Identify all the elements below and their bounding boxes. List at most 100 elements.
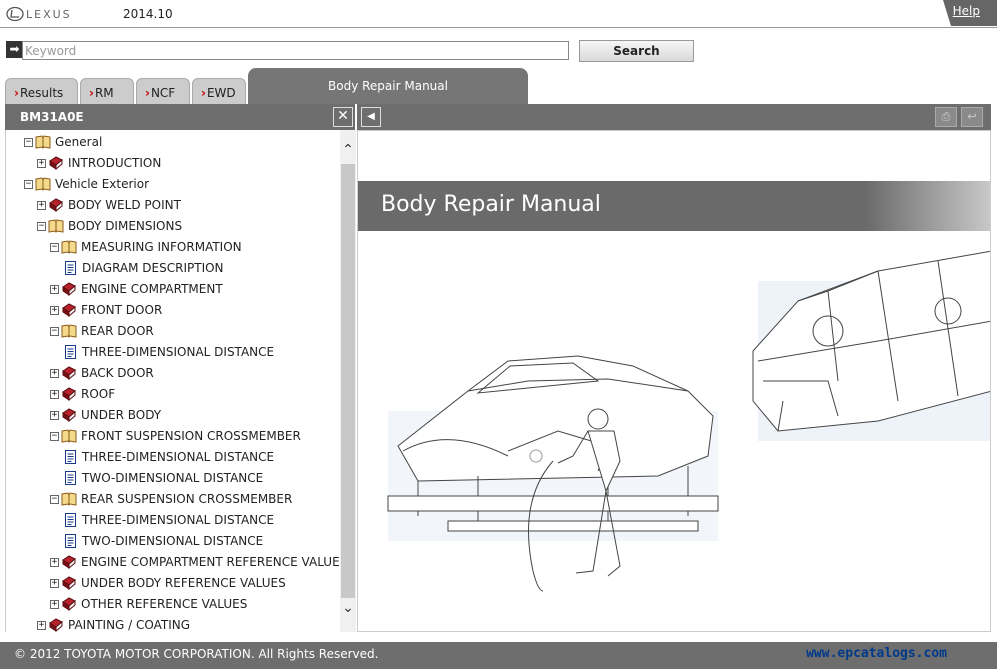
document-icon — [65, 261, 82, 275]
book-icon — [61, 555, 81, 569]
keyword-search-input[interactable] — [22, 41, 569, 60]
tree-item[interactable]: + PAINTING / COATING — [37, 615, 190, 632]
search-bar: ➡ Search — [0, 29, 997, 69]
book-icon — [61, 303, 81, 317]
navigation-tree: − General + INTRODUCTION − Vehicle Exterior + B… — [5, 130, 340, 632]
tree-item[interactable]: + ROOF — [50, 384, 115, 404]
book-icon — [48, 198, 68, 212]
tree-item-label[interactable]: ENGINE COMPARTMENT — [81, 282, 223, 296]
tree-item-label[interactable]: Vehicle Exterior — [55, 177, 150, 191]
tree-item-label[interactable]: INTRODUCTION — [68, 156, 162, 170]
chevron-up-icon[interactable]: ⌃ — [342, 142, 354, 158]
tree-item[interactable]: TWO-DIMENSIONAL DISTANCE — [63, 468, 263, 488]
tab-rm[interactable]: ›RM — [80, 78, 134, 104]
help-link[interactable]: Help — [952, 4, 980, 18]
print-icon[interactable]: ⎙ — [935, 107, 957, 127]
collapse-icon[interactable]: − — [24, 136, 33, 147]
tab-body-repair-manual[interactable]: Body Repair Manual — [248, 68, 528, 104]
collapse-icon[interactable]: − — [50, 325, 59, 336]
tree-item[interactable]: + ENGINE COMPARTMENT — [50, 279, 223, 299]
collapse-icon[interactable]: − — [50, 241, 59, 252]
expand-icon[interactable]: + — [50, 556, 59, 567]
arrow-right-icon: ➡ — [6, 41, 23, 58]
tree-item[interactable]: + BODY WELD POINT — [37, 195, 181, 215]
expand-icon[interactable]: + — [50, 367, 59, 378]
tab-results[interactable]: ›Results — [5, 78, 78, 104]
tab-ncf[interactable]: ›NCF — [136, 78, 190, 104]
return-icon[interactable]: ↩ — [961, 107, 983, 127]
tree-item-label[interactable]: THREE-DIMENSIONAL DISTANCE — [82, 450, 275, 464]
tree-item[interactable]: DIAGRAM DESCRIPTION — [63, 258, 224, 278]
open-book-icon — [61, 324, 81, 338]
tab-results-label: Results — [19, 86, 64, 100]
tree-item[interactable]: − Vehicle Exterior — [24, 174, 149, 194]
close-icon[interactable]: ✕ — [333, 107, 353, 127]
tree-item-label[interactable]: FRONT SUSPENSION CROSSMEMBER — [81, 429, 301, 443]
tree-item-label[interactable]: ENGINE COMPARTMENT REFERENCE VALUES — [81, 555, 340, 569]
open-book-icon — [35, 177, 55, 191]
book-icon — [61, 387, 81, 401]
tree-item[interactable]: THREE-DIMENSIONAL DISTANCE — [63, 510, 274, 530]
tree-item[interactable]: − General — [24, 132, 102, 152]
tree-item-label[interactable]: REAR DOOR — [81, 324, 154, 338]
scroll-thumb[interactable] — [341, 164, 355, 598]
open-book-icon — [35, 135, 55, 149]
expand-icon[interactable]: + — [37, 619, 46, 630]
tree-item[interactable]: + INTRODUCTION — [37, 153, 161, 173]
tree-item[interactable]: + FRONT DOOR — [50, 300, 162, 320]
tree-item-label[interactable]: General — [55, 135, 103, 149]
expand-icon[interactable]: + — [50, 409, 59, 420]
tree-item[interactable]: + OTHER REFERENCE VALUES — [50, 594, 247, 614]
tree-item[interactable]: − REAR DOOR — [50, 321, 154, 341]
tree-scrollbar[interactable]: ⌃ ⌄ — [340, 130, 356, 632]
collapse-icon[interactable]: − — [50, 493, 59, 504]
collapse-left-icon[interactable]: ◀ — [361, 107, 381, 127]
tree-item[interactable]: − FRONT SUSPENSION CROSSMEMBER — [50, 426, 301, 446]
tree-item-label[interactable]: REAR SUSPENSION CROSSMEMBER — [81, 492, 293, 506]
book-icon — [61, 576, 81, 590]
tree-item-label[interactable]: PAINTING / COATING — [68, 618, 191, 632]
tree-item[interactable]: + ENGINE COMPARTMENT REFERENCE VALUES — [50, 552, 340, 572]
expand-icon[interactable]: + — [50, 577, 59, 588]
tree-item[interactable]: + UNDER BODY REFERENCE VALUES — [50, 573, 286, 593]
tree-item[interactable]: TWO-DIMENSIONAL DISTANCE — [63, 531, 263, 551]
tree-item[interactable]: THREE-DIMENSIONAL DISTANCE — [63, 447, 274, 467]
collapse-icon[interactable]: − — [37, 220, 46, 231]
collapse-icon[interactable]: − — [50, 430, 59, 441]
tree-item-label[interactable]: ROOF — [81, 387, 116, 401]
tree-item-label[interactable]: THREE-DIMENSIONAL DISTANCE — [82, 345, 275, 359]
expand-icon[interactable]: + — [50, 388, 59, 399]
collapse-icon[interactable]: − — [24, 178, 33, 189]
tree-item-label[interactable]: DIAGRAM DESCRIPTION — [82, 261, 224, 275]
tree-item-label[interactable]: THREE-DIMENSIONAL DISTANCE — [82, 513, 275, 527]
chevron-down-icon[interactable]: ⌄ — [342, 600, 354, 616]
tree-item-label[interactable]: MEASURING INFORMATION — [81, 240, 242, 254]
tab-ewd[interactable]: ›EWD — [192, 78, 246, 104]
expand-icon[interactable]: + — [50, 598, 59, 609]
tree-item-label[interactable]: TWO-DIMENSIONAL DISTANCE — [82, 471, 264, 485]
tree-item-label[interactable]: BODY DIMENSIONS — [68, 219, 183, 233]
tree-item[interactable]: THREE-DIMENSIONAL DISTANCE — [63, 342, 274, 362]
tree-item[interactable]: + BACK DOOR — [50, 363, 154, 383]
tree-item[interactable]: + UNDER BODY — [50, 405, 161, 425]
expand-icon[interactable]: + — [37, 199, 46, 210]
tree-item-label[interactable]: BACK DOOR — [81, 366, 154, 380]
book-icon — [61, 408, 81, 422]
book-icon — [61, 597, 81, 611]
tab-bar: ›Results ›RM ›NCF ›EWD Body Repair Manua… — [0, 68, 997, 104]
document-icon — [65, 471, 82, 485]
tree-item-label[interactable]: OTHER REFERENCE VALUES — [81, 597, 248, 611]
tree-item-label[interactable]: BODY WELD POINT — [68, 198, 181, 212]
tree-item[interactable]: − BODY DIMENSIONS — [37, 216, 182, 236]
expand-icon[interactable]: + — [37, 157, 46, 168]
tree-item-label[interactable]: UNDER BODY REFERENCE VALUES — [81, 576, 286, 590]
tree-item[interactable]: − REAR SUSPENSION CROSSMEMBER — [50, 489, 292, 509]
tree-item[interactable]: − MEASURING INFORMATION — [50, 237, 242, 257]
tree-item-label[interactable]: TWO-DIMENSIONAL DISTANCE — [82, 534, 264, 548]
expand-icon[interactable]: + — [50, 304, 59, 315]
tab-ewd-label: EWD — [206, 86, 236, 100]
search-button[interactable]: Search — [579, 40, 694, 62]
expand-icon[interactable]: + — [50, 283, 59, 294]
tree-item-label[interactable]: UNDER BODY — [81, 408, 162, 422]
tree-item-label[interactable]: FRONT DOOR — [81, 303, 163, 317]
